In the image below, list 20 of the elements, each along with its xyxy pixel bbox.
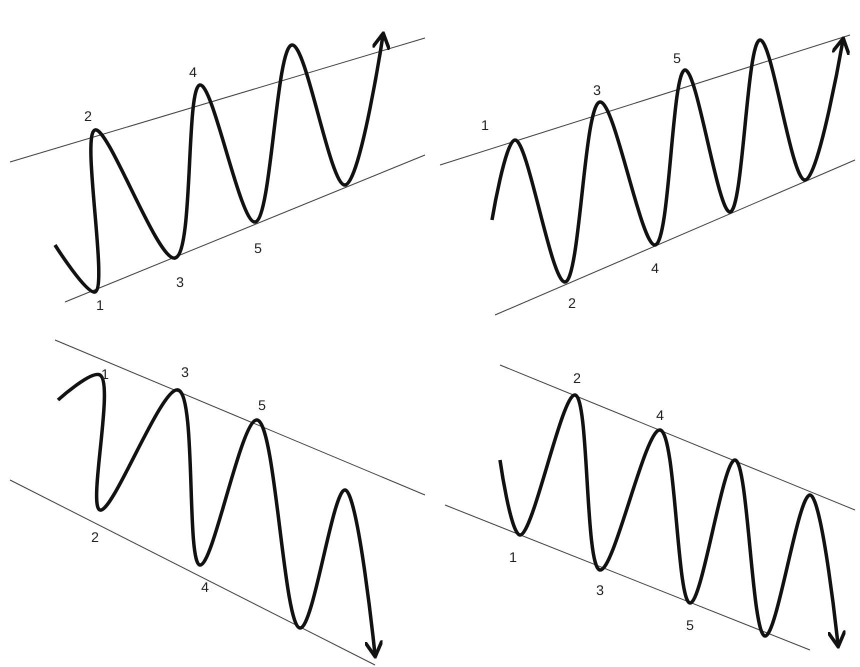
point-number: 4 <box>189 65 197 79</box>
point-number: 2 <box>568 296 576 310</box>
point-number: 2 <box>573 371 581 385</box>
point-number: 1 <box>509 550 517 564</box>
point-number: 5 <box>258 398 266 412</box>
point-number: 2 <box>84 109 92 123</box>
point-number: 4 <box>651 261 659 275</box>
point-number: 3 <box>181 365 189 379</box>
point-number: 5 <box>254 241 262 255</box>
point-number: 1 <box>96 298 104 312</box>
point-number: 1 <box>101 367 109 381</box>
point-number: 5 <box>673 51 681 65</box>
point-number: 3 <box>596 583 604 597</box>
point-number: 2 <box>91 530 99 544</box>
point-number: 5 <box>686 618 694 632</box>
point-number: 4 <box>656 408 664 422</box>
point-number: 4 <box>201 580 209 594</box>
point-number: 3 <box>593 83 601 97</box>
point-number: 1 <box>481 118 489 132</box>
point-number: 3 <box>176 275 184 289</box>
